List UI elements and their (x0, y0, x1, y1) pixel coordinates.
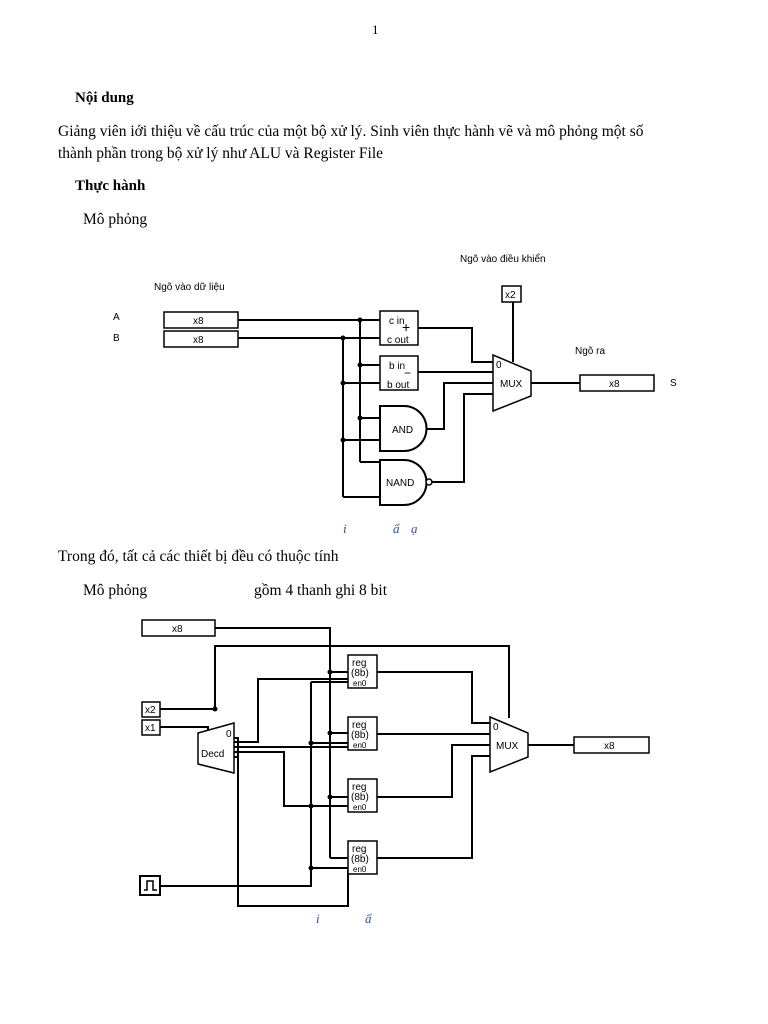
register-1-en: en0 (353, 741, 367, 750)
regfile-mux (489, 715, 529, 774)
caption2-part-1: i (316, 911, 320, 926)
register-0-en: en0 (353, 679, 367, 688)
regfile-sel-lo-pin (141, 719, 161, 736)
and-gate (379, 405, 428, 452)
nand-bubble (425, 478, 433, 486)
alu-control-pin (501, 285, 522, 303)
regfile-data-input-pin (141, 619, 216, 637)
alu-pin-a: A (113, 312, 120, 323)
sim2-label: Mô phỏng (83, 582, 148, 599)
adder-sign: + (402, 319, 410, 335)
alu-control-width: x2 (505, 290, 516, 301)
alu-pin-s: S (670, 378, 677, 389)
alu-control-input-label: Ngõ vào điều khiển (460, 253, 546, 265)
regfile-sel-hi-pin (141, 701, 161, 718)
decoder-sel0: 0 (226, 729, 232, 740)
register-1-bits: (8b) (351, 730, 369, 741)
sim1-label: Mô phỏng (83, 211, 148, 228)
register-0: reg (8b) en0 (347, 654, 378, 689)
alu-input-a-width: x8 (193, 316, 204, 327)
intro-line-2: thành phần trong bộ xử lý như ALU và Reg… (58, 145, 384, 162)
regfile-mux-label: MUX (496, 741, 519, 752)
sim2-suffix: gồm 4 thanh ghi 8 bit (254, 582, 388, 599)
decoder-label: Decd (201, 749, 224, 760)
decoder-block (197, 722, 235, 774)
register-2-en: en0 (353, 803, 367, 812)
register-3: reg (8b) en0 (347, 840, 378, 875)
register-2-label: reg (352, 782, 366, 793)
alu-output-label: Ngõ ra (575, 346, 605, 357)
adder-cin: c in (389, 316, 405, 327)
alu-mux-sel0: 0 (496, 360, 502, 371)
register-3-label: reg (352, 844, 366, 855)
alu-output-width: x8 (609, 379, 620, 390)
register-0-label: reg (352, 658, 366, 669)
adder-cout: c out (387, 335, 409, 346)
caption1-part-3: ạ (411, 521, 418, 536)
register-2-bits: (8b) (351, 792, 369, 803)
alu-data-input-label: Ngõ vào dữ liệu (154, 282, 225, 293)
register-3-en: en0 (353, 865, 367, 874)
regfile-output-width: x8 (604, 741, 615, 752)
clock-waveform-icon (144, 880, 157, 891)
regfile-sel-lo: x1 (145, 723, 156, 734)
regfile-data-input-width: x8 (172, 624, 183, 635)
register-0-bits: (8b) (351, 668, 369, 679)
heading-practice: Thực hành (75, 178, 146, 194)
heading-content: Nội dung (75, 90, 134, 106)
adder-block (379, 310, 419, 346)
note-line: Trong đó, tất cả các thiết bị đều có thu… (58, 548, 339, 565)
alu-pin-b: B (113, 333, 120, 344)
regfile-output-pin (573, 736, 650, 754)
alu-output-pin (579, 374, 655, 392)
register-1-label: reg (352, 720, 366, 731)
alu-input-a-pin (163, 311, 239, 329)
regfile-mux-sel0: 0 (493, 722, 499, 733)
alu-mux (492, 353, 532, 413)
alu-mux-label: MUX (500, 379, 523, 390)
regfile-sel-hi: x2 (145, 705, 156, 716)
nand-label: NAND (386, 478, 414, 489)
page-number: 1 (372, 22, 379, 37)
register-2: reg (8b) en0 (347, 778, 378, 813)
intro-line-1: Giảng viên iới thiệu về cấu trúc của một… (58, 123, 644, 140)
subtractor-block (379, 355, 419, 391)
alu-input-b-pin (163, 330, 239, 348)
caption2-part-2: ẩ (365, 911, 372, 926)
sub-sign: − (404, 366, 411, 380)
alu-input-b-width: x8 (193, 335, 204, 346)
caption1-part-2: ẩ (393, 521, 400, 536)
and-label: AND (392, 425, 413, 436)
register-1: reg (8b) en0 (347, 716, 378, 751)
sub-bout: b out (387, 380, 409, 391)
sub-bin: b in (389, 361, 405, 372)
register-3-bits: (8b) (351, 854, 369, 865)
caption1-part-1: i (343, 521, 347, 536)
clock-source (139, 875, 161, 896)
